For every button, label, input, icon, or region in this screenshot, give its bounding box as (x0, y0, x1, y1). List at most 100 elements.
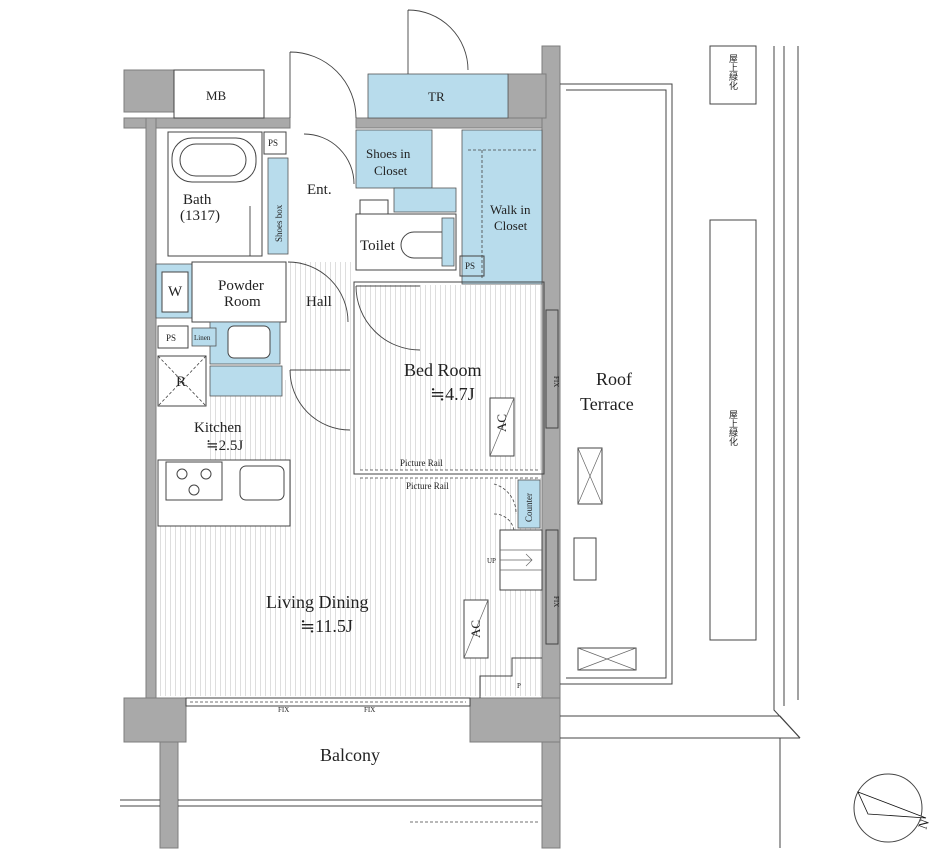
kitchen-storage (209, 365, 283, 397)
fix-living-label: FIX (552, 596, 560, 607)
living-right-notch (479, 657, 542, 698)
fix-bed-window (545, 309, 559, 429)
ac-bed-diag (489, 397, 515, 457)
roof-label-2: Terrace (580, 394, 634, 414)
washer-icon (161, 271, 189, 313)
ac-living-label: AC (468, 620, 483, 638)
counter-door (493, 483, 517, 531)
fridge-cross (157, 355, 207, 407)
burner-icon-1 (176, 468, 188, 480)
toilet-shelf (359, 199, 389, 215)
wall-mb-left (123, 69, 175, 113)
shoes-box (267, 157, 289, 255)
living-name: Living Dining (266, 592, 369, 612)
fix-living-window (545, 529, 559, 645)
wall-left (145, 117, 157, 699)
hall-label: Hall (306, 294, 332, 310)
tr-box (367, 73, 509, 119)
bath-label-2: (1317) (180, 208, 220, 224)
linen-label: Linen (194, 334, 211, 342)
tr-label: TR (428, 89, 445, 104)
walk-closet-label-1: Walk in (490, 202, 531, 217)
counter (517, 479, 541, 529)
ps-toilet-box (459, 255, 485, 277)
toilet-icon (400, 231, 447, 259)
balcony-rail (120, 799, 542, 807)
compass-needle-tail-icon (857, 791, 927, 819)
fix-bottom-window (185, 697, 471, 707)
wall-top-right (355, 117, 543, 129)
wall-balcony-left (159, 741, 179, 849)
bathtub-inner-icon (179, 143, 247, 177)
sink-icon (227, 325, 271, 359)
burner-icon-2 (200, 468, 212, 480)
bath-door (208, 206, 251, 257)
roof-terrace-rail (566, 89, 667, 679)
toilet-room (355, 213, 457, 271)
picture-rail-bed: Picture Rail (400, 458, 443, 468)
bedroom-area: ≒4.7J (430, 384, 475, 404)
up-label: UP (487, 557, 496, 565)
roof-hatch-top-x (577, 447, 603, 505)
hall-door (287, 261, 349, 323)
fix-bed-label: FIX (552, 376, 560, 387)
powder-label-2: Room (224, 294, 261, 310)
greenery-side-box (709, 219, 757, 641)
step-lines (500, 549, 542, 571)
washer-label: W (168, 284, 183, 300)
wall-bottom-right (469, 697, 561, 743)
roof-terrace-outline (560, 83, 673, 685)
powder-label-1: Powder (218, 278, 264, 294)
shoes-closet-label-1: Shoes in (366, 146, 411, 161)
p-label: P (517, 682, 521, 690)
mb-label: MB (206, 88, 227, 103)
kitchen-label-1: Kitchen (194, 420, 242, 436)
wall-balcony-right (541, 741, 561, 849)
walk-closet (461, 129, 543, 285)
kitchen-label-2: ≒2.5J (206, 438, 243, 454)
greenery-top-box (709, 45, 757, 105)
mb-box (173, 69, 265, 119)
toilet-tank (441, 217, 455, 267)
wall-bottom-left (123, 697, 187, 743)
shoes-box-label: Shoes box (274, 204, 284, 242)
shoes-closet (355, 129, 433, 189)
roof-box (573, 537, 597, 581)
shoes-closet-label-2: Closet (374, 163, 408, 178)
greenery-side-label: 屋上緑化 (728, 410, 738, 447)
ac-bed-label: AC (494, 414, 509, 432)
roof-hatch-bottom-x (577, 647, 637, 671)
kitchen-sink-icon (239, 465, 285, 501)
ps-mid-label: PS (166, 333, 176, 343)
counter-label: Counter (524, 493, 534, 522)
ps-top-label: PS (268, 138, 278, 148)
tr-door (407, 9, 469, 74)
living-area: ≒11.5J (300, 616, 353, 636)
fridge-label: R (176, 374, 186, 390)
ent-inner-door (303, 133, 355, 185)
walk-closet-label-2: Closet (494, 218, 528, 233)
up-arrow (500, 553, 533, 567)
roof-edge-right (773, 46, 801, 739)
burner-icon-3 (188, 484, 200, 496)
linen-box (191, 327, 217, 347)
entrance-door (289, 51, 357, 119)
living-door (289, 369, 351, 431)
ac-living-diag (463, 599, 489, 659)
bedroom-name: Bed Room (404, 360, 482, 380)
ps-mid-box (157, 325, 189, 349)
picture-rail-living: Picture Rail (406, 481, 449, 491)
wall-tr-right (507, 73, 547, 119)
bedroom-door (355, 285, 421, 351)
toilet-label: Toilet (360, 238, 396, 254)
bath-label-1: Bath (183, 192, 212, 208)
balcony-label: Balcony (320, 745, 380, 765)
ps-toilet-label: PS (465, 261, 475, 271)
fix-bottom-1: FIX (278, 706, 289, 714)
shoes-closet-ext (393, 187, 457, 213)
bedroom-outline (353, 281, 545, 475)
ps-top-box (263, 131, 287, 155)
fix-bottom-2: FIX (364, 706, 375, 714)
roof-label-1: Roof (596, 369, 632, 389)
